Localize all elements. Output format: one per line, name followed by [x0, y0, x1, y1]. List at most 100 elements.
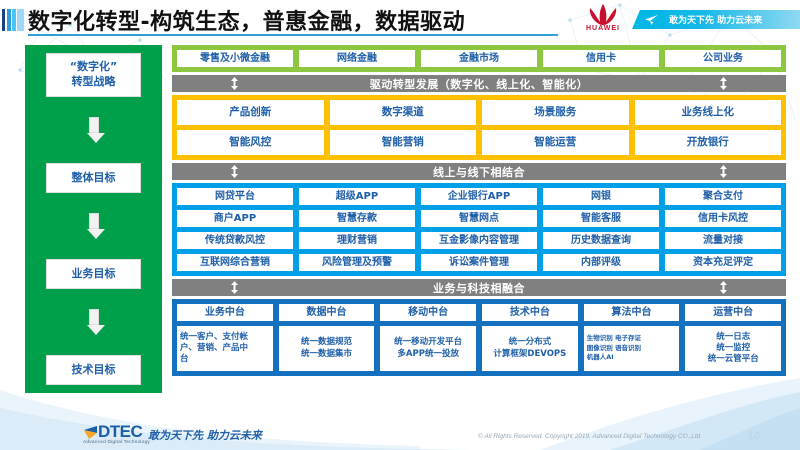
page-number: 10	[748, 430, 761, 442]
application-cell[interactable]: 诉讼案件管理	[421, 254, 537, 271]
application-cell[interactable]: 理财营销	[299, 232, 415, 249]
business-line-cell[interactable]: 零售及小微金融	[177, 50, 293, 67]
platform-detail-cell-data[interactable]: 统一数据规范 统一数据集市	[278, 326, 375, 371]
application-cell[interactable]: 商户APP	[177, 210, 293, 227]
transformation-cell[interactable]: 智能营销	[329, 130, 476, 155]
up-down-arrow-icon	[231, 77, 238, 90]
huawei-wordmark: HUAWEI	[586, 25, 620, 32]
huawei-slogan-text: 敢为天下先 助力云未来	[669, 16, 763, 26]
huawei-flower-icon	[589, 4, 617, 25]
platform-detail-cell-mobile[interactable]: 统一移动开发平台 多APP统一投放	[380, 326, 477, 371]
transformation-cell[interactable]: 开放银行	[634, 130, 781, 155]
transformation-cell[interactable]: 智能风控	[177, 130, 324, 155]
platform-detail-row: 统一客户、支付帐 户、营销、产品中 台 统一数据规范 统一数据集市 统一移动开发…	[177, 326, 782, 371]
applications-section: 网贷平台 超级APP 企业银行APP 网银 聚合支付 商户APP 智慧存款 智慧…	[172, 183, 786, 276]
platform-detail-text: 统一分布式 计算框架DEVOPS	[493, 337, 567, 359]
strategy-box-digital[interactable]: “数字化” 转型战略	[46, 53, 141, 97]
dtec-wordmark: DTEC	[98, 422, 143, 441]
transformation-cell[interactable]: 业务线上化	[634, 100, 781, 125]
band-online-offline: 线上与线下相结合	[172, 163, 786, 180]
dtec-logo: DTEC	[82, 422, 143, 441]
copyright-text: © All Rights Reserved. Copyright 2019, A…	[478, 433, 701, 440]
huawei-logo: HUAWEI	[578, 2, 628, 36]
strategy-box-overall-goal[interactable]: 整体目标	[46, 163, 141, 193]
application-cell[interactable]: 互联网综合营销	[177, 254, 293, 271]
business-lines-section: 零售及小微金融 网络金融 金融市场 信用卡 公司业务	[172, 45, 786, 72]
business-line-cell[interactable]: 金融市场	[421, 50, 537, 67]
application-cell[interactable]: 风险管理及预警	[299, 254, 415, 271]
transformation-cell[interactable]: 场景服务	[482, 100, 629, 125]
platform-detail-cell-algorithm[interactable]: 生物识别 电子存证 图像识别 语音识别 机器人AI	[583, 326, 680, 371]
up-down-arrow-icon	[231, 165, 238, 178]
band-label-business-tech: 业务与科技相融合	[433, 281, 525, 295]
application-row-2: 商户APP 智慧存款 智慧网点 智能客服 信用卡风控	[177, 210, 781, 227]
slide-header: 数字化转型-构筑生态，普惠金融，数据驱动 HUAWEI 敢为天下先 助力云未来	[0, 0, 800, 38]
business-line-cell[interactable]: 公司业务	[665, 50, 781, 67]
platform-detail-cell-operation[interactable]: 统一日志 统一监控 统一云管平台	[685, 326, 782, 371]
application-cell[interactable]: 智慧存款	[299, 210, 415, 227]
header-underline	[28, 34, 558, 36]
platform-header-cell[interactable]: 算法中台	[583, 304, 680, 321]
business-lines-row: 零售及小微金融 网络金融 金融市场 信用卡 公司业务	[177, 50, 781, 67]
platform-header-cell[interactable]: 数据中台	[278, 304, 375, 321]
application-cell[interactable]: 网贷平台	[177, 188, 293, 205]
platform-detail-cell-tech[interactable]: 统一分布式 计算框架DEVOPS	[482, 326, 578, 371]
application-cell[interactable]: 聚合支付	[665, 188, 781, 205]
application-cell[interactable]: 传统贷款风控	[177, 232, 293, 249]
band-label-online-offline: 线上与线下相结合	[433, 165, 525, 179]
application-row-1: 网贷平台 超级APP 企业银行APP 网银 聚合支付	[177, 188, 781, 205]
application-row-4: 互联网综合营销 风险管理及预警 诉讼案件管理 内部评级 资本充足评定	[177, 254, 781, 271]
strategy-arrow-3	[86, 289, 105, 355]
business-line-cell[interactable]: 信用卡	[543, 50, 659, 67]
platform-header-row: 业务中台 数据中台 移动中台 技术中台 算法中台 运营中台	[177, 304, 782, 321]
transformation-cell[interactable]: 智能运营	[482, 130, 629, 155]
huawei-slogan-banner: 敢为天下先 助力云未来	[632, 10, 800, 29]
application-cell[interactable]: 信用卡风控	[665, 210, 781, 227]
transformation-section: 产品创新 数字渠道 场景服务 业务线上化 智能风控 智能营销 智能运营 开放银行	[172, 95, 786, 160]
platform-detail-text: 统一日志 统一监控 统一云管平台	[707, 331, 759, 365]
application-cell[interactable]: 超级APP	[299, 188, 415, 205]
platform-header-cell[interactable]: 业务中台	[177, 304, 273, 321]
application-cell[interactable]: 流量对接	[665, 232, 781, 249]
application-row-3: 传统贷款风控 理财营销 互金影像内容管理 历史数据查询 流量对接	[177, 232, 781, 249]
platform-detail-text: 统一客户、支付帐 户、营销、产品中 台	[180, 331, 249, 365]
strategy-column: “数字化” 转型战略 整体目标 业务目标 技术目标	[25, 45, 162, 393]
platform-header-cell[interactable]: 运营中台	[685, 304, 782, 321]
application-cell[interactable]: 网银	[543, 188, 659, 205]
application-cell[interactable]: 内部评级	[543, 254, 659, 271]
platform-detail-text: 统一移动开发平台 多APP统一投放	[394, 337, 463, 359]
transformation-row-1: 产品创新 数字渠道 场景服务 业务线上化	[177, 100, 781, 125]
application-cell[interactable]: 智能客服	[543, 210, 659, 227]
up-down-arrow-icon	[231, 281, 238, 294]
strategy-box-technology-goal[interactable]: 技术目标	[46, 355, 141, 385]
strategy-arrow-1	[86, 97, 105, 163]
header-accent-bar	[2, 9, 24, 31]
page-title: 数字化转型-构筑生态，普惠金融，数据驱动	[28, 10, 466, 35]
band-business-tech: 业务与科技相融合	[172, 279, 786, 296]
business-line-cell[interactable]: 网络金融	[299, 50, 415, 67]
platform-header-cell[interactable]: 技术中台	[482, 304, 578, 321]
strategy-arrow-2	[86, 193, 105, 259]
platform-header-cell[interactable]: 移动中台	[380, 304, 477, 321]
platforms-section: 业务中台 数据中台 移动中台 技术中台 算法中台 运营中台 统一客户、支付帐 户…	[172, 299, 786, 376]
band-label-drive: 驱动转型发展（数字化、线上化、智能化）	[369, 77, 589, 91]
transformation-cell[interactable]: 数字渠道	[329, 100, 476, 125]
transformation-row-2: 智能风控 智能营销 智能运营 开放银行	[177, 130, 781, 155]
dtec-subtitle: Advanced Digital Technology	[83, 440, 150, 445]
platform-detail-cell-business[interactable]: 统一客户、支付帐 户、营销、产品中 台	[177, 326, 273, 371]
application-cell[interactable]: 智慧网点	[421, 210, 537, 227]
strategy-label-digital: “数字化” 转型战略	[69, 60, 118, 88]
strategy-box-business-goal[interactable]: 业务目标	[46, 259, 141, 289]
up-down-arrow-icon	[720, 77, 727, 90]
up-down-arrow-icon	[720, 281, 727, 294]
transformation-cell[interactable]: 产品创新	[177, 100, 324, 125]
footer-slogan: 敢为天下先 助力云未来	[148, 429, 262, 442]
application-cell[interactable]: 资本充足评定	[665, 254, 781, 271]
platform-detail-text: 生物识别 电子存证 图像识别 语音识别 机器人AI	[586, 333, 641, 362]
application-cell[interactable]: 历史数据查询	[543, 232, 659, 249]
architecture-stack: 零售及小微金融 网络金融 金融市场 信用卡 公司业务 驱动转型发展（数字化、线上…	[172, 45, 786, 376]
application-cell[interactable]: 企业银行APP	[421, 188, 537, 205]
paper-plane-icon	[645, 14, 658, 25]
application-cell[interactable]: 互金影像内容管理	[421, 232, 537, 249]
